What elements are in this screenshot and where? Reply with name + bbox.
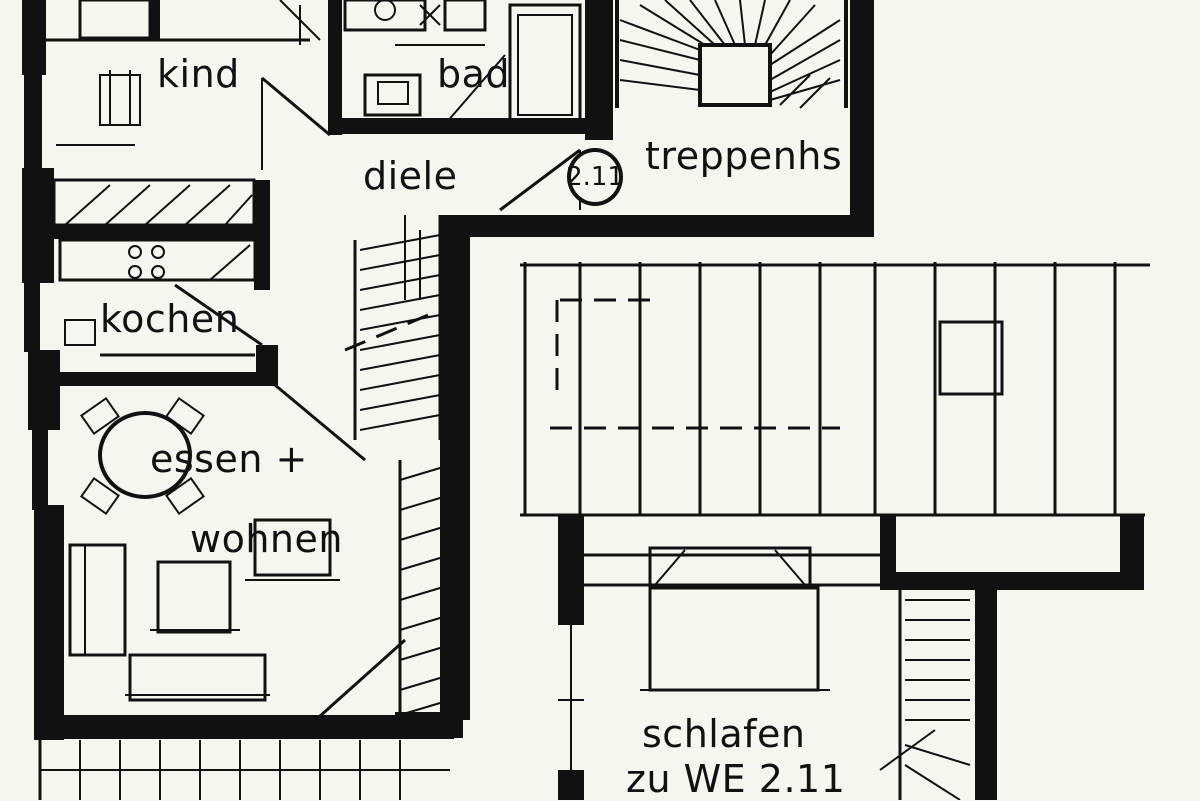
room-label-schlafen: schlafen: [642, 712, 806, 756]
unit-number-text: 2.11: [566, 162, 624, 192]
kind-furniture: [45, 0, 321, 146]
dining-set: [80, 383, 366, 516]
walls: [22, 0, 1144, 800]
kitchen-counters: [52, 178, 263, 357]
room-label-kind: kind: [157, 52, 240, 96]
room-label-essen: essen +: [150, 437, 308, 481]
balcony-grid: [38, 740, 450, 800]
roof-void: [520, 262, 1150, 517]
room-label-bad: bad: [437, 52, 511, 96]
living-furniture: [68, 518, 407, 727]
schlafen-furniture: [558, 546, 880, 770]
unit-number-badge: 2.11: [566, 148, 624, 206]
room-label-schlafen-note: zu WE 2.11: [626, 757, 846, 801]
bad-fixtures: [343, 0, 582, 131]
stairwell-top: [615, 0, 848, 109]
room-label-diele: diele: [363, 154, 458, 198]
room-label-wohnen: wohnen: [190, 517, 343, 561]
stair-lower-right: [879, 590, 971, 800]
room-label-kochen: kochen: [100, 297, 240, 341]
interior-staircase: [344, 215, 452, 720]
room-label-treppenhaus: treppenhs: [645, 134, 843, 178]
